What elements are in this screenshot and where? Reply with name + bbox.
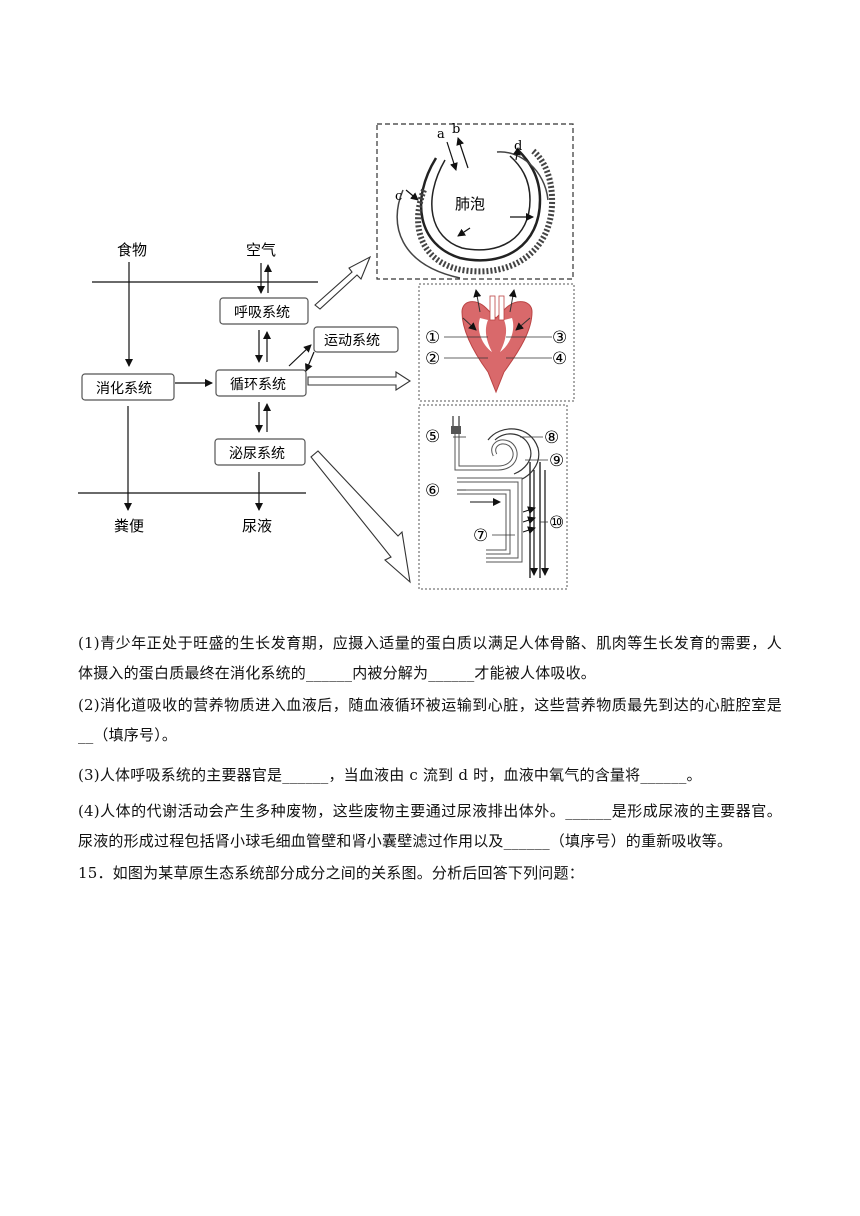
- heart-label-1: ①: [425, 328, 440, 348]
- alveolus-letter-b: b: [452, 122, 460, 137]
- motor-system-label: 运动系统: [324, 333, 380, 349]
- alveolus-label: 肺泡: [455, 195, 485, 213]
- hollow-arrow-to-heart: [307, 370, 412, 392]
- question-15: 15．如图为某草原生态系统部分成分之间的关系图。分析后回答下列问题：: [78, 864, 584, 882]
- food-label: 食物: [117, 241, 147, 259]
- circulatory-system-box: [215, 369, 307, 397]
- urinary-system-label: 泌尿系统: [229, 446, 285, 462]
- nephron-label-10: ⑩: [549, 513, 564, 533]
- alveolus-panel: [376, 123, 574, 280]
- alveolus-diagram: 肺泡 a b c d: [395, 122, 556, 279]
- urinary-system-box: [214, 438, 306, 466]
- digestive-system-box: [81, 373, 175, 401]
- nephron-diagram: [451, 416, 549, 578]
- alveolus-letter-c: c: [395, 189, 402, 204]
- nephron-label-9: ⑨: [549, 451, 564, 471]
- nephron-label-7: ⑦: [473, 526, 488, 546]
- nephron-label-8: ⑧: [544, 428, 559, 448]
- heart-label-3: ③: [552, 328, 567, 348]
- question-4: (4)人体的代谢活动会产生多种废物，这些废物主要通过尿液排出体外。______是…: [78, 802, 782, 850]
- question-2: (2)消化道吸收的营养物质进入血液后，随血液循环被运输到心脏，这些营养物质最先到…: [78, 696, 782, 744]
- body-systems-diagram: 食物 空气 呼吸系统 运动系统 消化系统 循环系统 泌尿系统 粪便 尿液: [78, 122, 575, 590]
- circulatory-system-label: 循环系统: [230, 377, 286, 393]
- air-label: 空气: [246, 241, 276, 259]
- nephron-panel: [418, 404, 568, 590]
- feces-label: 粪便: [114, 517, 144, 535]
- alveolus-letter-a: a: [437, 127, 445, 142]
- motor-system-box: [313, 326, 399, 353]
- nephron-label-6: ⑥: [425, 481, 440, 501]
- heart-diagram: ① ② ③ ④: [425, 289, 567, 394]
- respiratory-system-box: [219, 297, 309, 325]
- nephron-label-5: ⑤: [425, 427, 440, 447]
- heart-label-2: ②: [425, 349, 440, 369]
- digestive-system-label: 消化系统: [96, 381, 152, 397]
- respiratory-system-label: 呼吸系统: [234, 305, 290, 321]
- urine-label: 尿液: [242, 517, 272, 535]
- hollow-arrow-to-nephron: [310, 450, 411, 584]
- alveolus-letter-d: d: [514, 139, 522, 154]
- hollow-arrow-to-alveolus: [314, 255, 372, 310]
- heart-panel: [418, 283, 575, 402]
- question-1: (1)青少年正处于旺盛的生长发育期，应摄入适量的蛋白质以满足人体骨骼、肌肉等生长…: [78, 634, 782, 682]
- question-3: (3)人体呼吸系统的主要器官是______，当血液由 c 流到 d 时，血液中氧…: [78, 766, 702, 784]
- heart-label-4: ④: [552, 349, 567, 369]
